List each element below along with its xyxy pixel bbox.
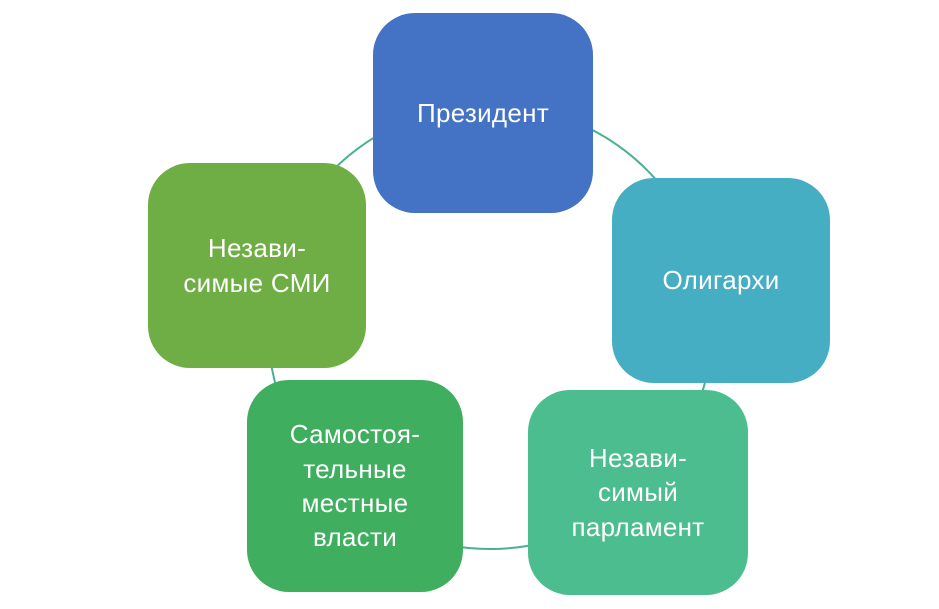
node-independent-parliament: Незави- симый парламент [528, 390, 748, 595]
node-independent-media: Незави- симые СМИ [148, 163, 366, 368]
node-local-authorities: Самостоя- тельные местные власти [247, 380, 463, 592]
node-independent-parliament-label: Незави- симый парламент [571, 443, 705, 542]
node-local-authorities-label: Самостоя- тельные местные власти [289, 419, 421, 553]
node-president-label: Президент [416, 97, 550, 128]
node-president: Президент [373, 13, 593, 213]
node-oligarchs: Олигархи [612, 178, 830, 383]
node-oligarchs-label: Олигархи [662, 265, 780, 296]
node-independent-media-label: Незави- симые СМИ [183, 233, 331, 298]
